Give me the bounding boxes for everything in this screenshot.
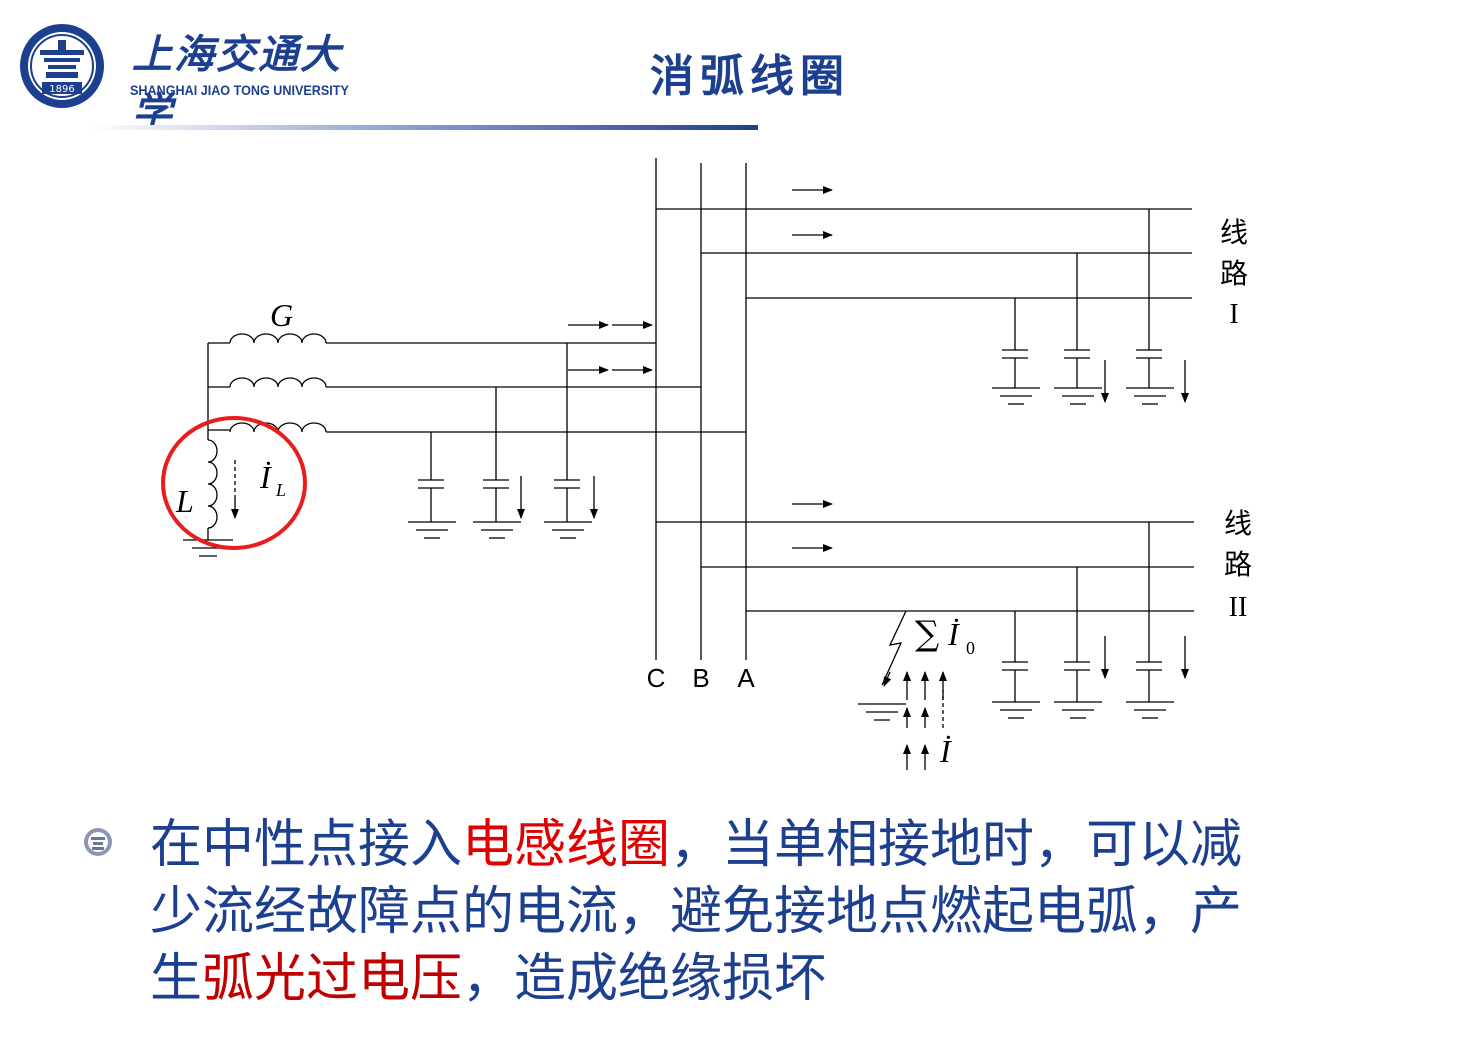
body-text-segment: ，当单相接地时，可以减 bbox=[670, 815, 1243, 875]
body-text-segment: 在中性点接入 bbox=[150, 815, 463, 875]
body-paragraph: 在中性点接入电感线圈，当单相接地时，可以减少流经故障点的电流，避免接地点燃起电弧… bbox=[150, 812, 1410, 1013]
logo-chinese-name: 上海交通大学 bbox=[132, 31, 342, 136]
line-1-label-char1: 线 bbox=[1220, 216, 1248, 249]
coil-current-label: İ bbox=[259, 459, 272, 495]
capacitor-group-line-1 bbox=[992, 209, 1189, 405]
capacitor-group-line-2 bbox=[992, 522, 1189, 719]
line-1-label-char2: 路 bbox=[1220, 257, 1248, 290]
coil-current-subscript: L bbox=[275, 480, 286, 500]
body-text-segment: 生 bbox=[150, 949, 203, 1009]
fault-current-label: İ bbox=[939, 733, 952, 769]
highlight-inductor-coil: 电感线圈 bbox=[462, 815, 671, 875]
svg-text:1896: 1896 bbox=[49, 84, 74, 95]
logo-english-name: SHANGHAI JIAO TONG UNIVERSITY bbox=[130, 82, 349, 98]
fault-lightning-icon bbox=[881, 610, 907, 686]
line-2-label-numeral: II bbox=[1229, 592, 1248, 623]
coil-label: L bbox=[175, 483, 194, 519]
line-2-label-char2: 路 bbox=[1224, 548, 1252, 581]
title-underline bbox=[90, 125, 758, 130]
arc-suppression-coil-diagram: G L İ L İ 0 İ ∑ C B A 线 路 I 线 路 II bbox=[161, 158, 1252, 770]
university-seal-icon: 1896 bbox=[20, 24, 104, 108]
coil-highlight-circle bbox=[161, 416, 307, 550]
highlight-arc-overvoltage: 弧光过电压 bbox=[202, 949, 463, 1009]
sum-symbol: ∑ bbox=[915, 614, 939, 654]
line-1-label-numeral: I bbox=[1229, 299, 1238, 330]
university-logo: 1896 上海交通大学 SHANGHAI JIAO TONG UNIVERSIT… bbox=[18, 16, 358, 136]
body-text-segment: 少流经故障点的电流，避免接地点燃起电弧，产 bbox=[150, 882, 1243, 942]
page-title: 消弧线圈 bbox=[650, 51, 850, 102]
bus-a-label: A bbox=[737, 663, 755, 693]
body-text-segment: ，造成绝缘损坏 bbox=[462, 949, 827, 1009]
capacitor-group-generator bbox=[408, 343, 598, 539]
bus-b-label: B bbox=[692, 663, 709, 693]
generator-label: G bbox=[270, 297, 293, 333]
bullet-seal-icon bbox=[84, 828, 112, 856]
zero-seq-subscript: 0 bbox=[966, 638, 975, 658]
bus-c-label: C bbox=[647, 663, 666, 693]
zero-seq-current-label: İ bbox=[947, 616, 960, 652]
line-2-label-char1: 线 bbox=[1224, 507, 1252, 540]
